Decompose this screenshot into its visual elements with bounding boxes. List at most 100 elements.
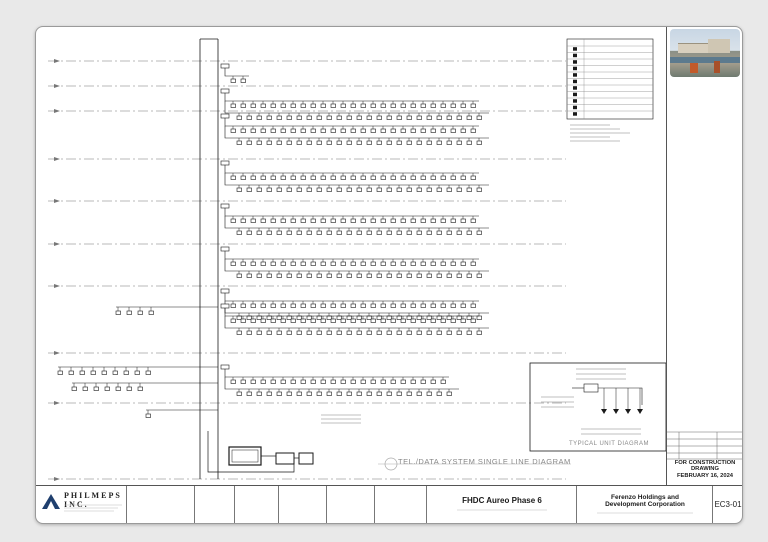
outlet-symbol xyxy=(260,128,266,133)
outlet-symbol xyxy=(280,128,286,133)
outlet-symbol xyxy=(290,261,296,266)
outlet-symbol xyxy=(386,330,392,335)
outlet-symbol xyxy=(260,103,266,108)
owner-cell: Ferenzo Holdings and Development Corpora… xyxy=(576,486,713,523)
outlet-symbol xyxy=(386,140,392,145)
outlet-symbol xyxy=(230,379,236,384)
outlet-symbol xyxy=(90,370,96,375)
consultant-cell-3 xyxy=(326,486,375,523)
level-marker xyxy=(54,157,60,161)
consultant-cell-2 xyxy=(278,486,327,523)
outlet-symbol xyxy=(230,218,236,223)
diagram-title: TEL./DATA SYSTEM SINGLE LINE DIAGRAM xyxy=(398,457,571,466)
outlet-symbol xyxy=(336,187,342,192)
outlet-symbol xyxy=(406,115,412,120)
outlet-symbol xyxy=(240,218,246,223)
outlet-symbol xyxy=(300,103,306,108)
branch-cable xyxy=(224,308,479,317)
outlet-symbol xyxy=(260,379,266,384)
outlet-symbol xyxy=(410,379,416,384)
outlet-symbol xyxy=(476,115,482,120)
floor-terminal-box xyxy=(220,113,230,119)
outlet-symbol xyxy=(276,187,282,192)
outlet-symbol xyxy=(330,175,336,180)
outlet-symbol xyxy=(380,318,386,323)
status-line-1: FOR CONSTRUCTION xyxy=(674,460,736,466)
outlet-symbol xyxy=(366,140,372,145)
outlet-symbol xyxy=(266,115,272,120)
outlet-symbol xyxy=(436,273,442,278)
outlet-symbol xyxy=(290,318,296,323)
outlet-symbol xyxy=(286,187,292,192)
floor-terminal-box xyxy=(220,364,230,370)
outlet-symbol xyxy=(476,140,482,145)
outlet-symbol xyxy=(476,273,482,278)
outlet-symbol xyxy=(260,218,266,223)
outlet-symbol xyxy=(310,128,316,133)
outlet-symbol xyxy=(320,218,326,223)
outlet-symbol xyxy=(320,175,326,180)
company-cell: PHILMEPS INC. xyxy=(36,486,126,523)
outlet-symbol xyxy=(300,128,306,133)
outlet-symbol xyxy=(430,261,436,266)
branch-cable xyxy=(224,101,489,114)
status-date: FEBRUARY 16, 2024 xyxy=(676,472,734,479)
outlet-symbol xyxy=(240,128,246,133)
outlet-symbol xyxy=(370,318,376,323)
outlet-symbol xyxy=(316,230,322,235)
outlet-symbol xyxy=(380,218,386,223)
outlet-symbol xyxy=(346,230,352,235)
unit-terminal-box xyxy=(583,383,599,393)
revision-table xyxy=(667,431,742,460)
floor-branches xyxy=(57,63,489,418)
outlet-symbol xyxy=(286,330,292,335)
outlet-symbol xyxy=(430,128,436,133)
outlet-symbol xyxy=(230,303,236,308)
outlet-symbol xyxy=(230,318,236,323)
outlet-symbol xyxy=(280,379,286,384)
outlet-symbol xyxy=(390,175,396,180)
outlet-symbol xyxy=(330,218,336,223)
outlet-symbol xyxy=(450,103,456,108)
outlet-symbol xyxy=(280,261,286,266)
outlet-symbol xyxy=(360,303,366,308)
outlet-symbol xyxy=(310,318,316,323)
outlet-symbol xyxy=(366,391,372,396)
outlet-symbol xyxy=(346,187,352,192)
outlet-symbol xyxy=(450,175,456,180)
outlet-symbol xyxy=(360,379,366,384)
outlet-symbol xyxy=(376,273,382,278)
project-rendering-image xyxy=(670,29,740,77)
outlet-symbol xyxy=(71,386,77,391)
outlet-symbol xyxy=(276,140,282,145)
outlet-symbol xyxy=(406,187,412,192)
outlet-symbol xyxy=(236,273,242,278)
outlet-symbol xyxy=(366,115,372,120)
outlet-symbol xyxy=(360,218,366,223)
outlet-symbol xyxy=(430,218,436,223)
outlet-symbol xyxy=(456,140,462,145)
outlet-symbol xyxy=(296,187,302,192)
outlet-symbol xyxy=(270,379,276,384)
outlet-symbol xyxy=(310,103,316,108)
outlet-symbol xyxy=(410,303,416,308)
branch-cable xyxy=(224,68,249,77)
outlet-symbol xyxy=(420,261,426,266)
outlet-symbol xyxy=(326,273,332,278)
outlet-symbol xyxy=(250,379,256,384)
outlet-symbol xyxy=(250,103,256,108)
main-distribution-inner xyxy=(231,449,259,463)
outlet-symbol xyxy=(416,140,422,145)
outlet-symbol xyxy=(356,391,362,396)
outlet-symbol xyxy=(230,261,236,266)
outlet-symbol xyxy=(450,218,456,223)
outlet-symbol xyxy=(112,370,118,375)
outlet-symbol xyxy=(230,103,236,108)
outlet-symbol xyxy=(386,391,392,396)
company-logo-icon xyxy=(42,494,60,509)
outlet-symbol xyxy=(326,115,332,120)
outlet-symbol xyxy=(306,273,312,278)
outlet-symbol xyxy=(270,128,276,133)
outlet-symbol xyxy=(370,303,376,308)
outlet-symbol xyxy=(326,230,332,235)
